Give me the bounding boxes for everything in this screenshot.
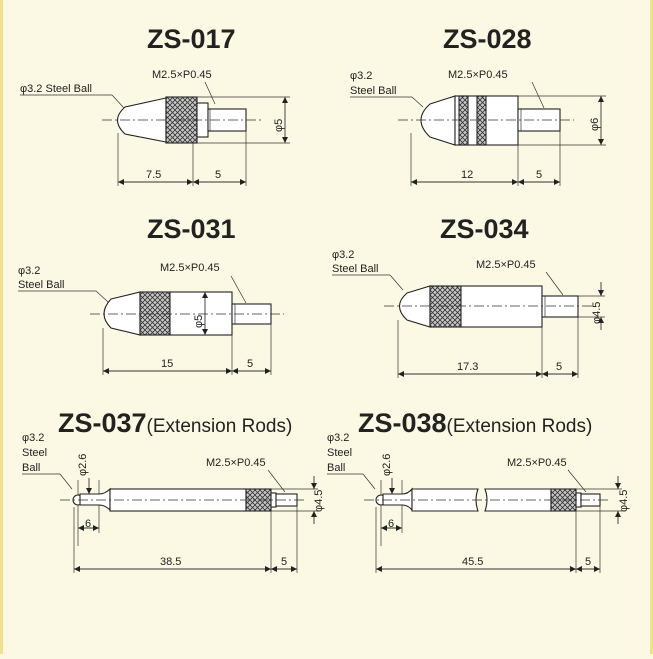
probe-zs-037: ZS-037(Extension Rods) φ3.2 Steel Ball φ… <box>22 408 325 573</box>
dim-tip-length: 6 <box>85 518 91 530</box>
ball-label-line1: φ3.2 <box>22 432 44 444</box>
dim-diameter: φ4.5 <box>618 490 630 512</box>
thread-label: M2.5×P0.45 <box>507 457 567 469</box>
ball-label-line1: φ3.2 <box>327 432 349 444</box>
ball-label-line3: Ball <box>327 462 345 474</box>
dim-length-b: 5 <box>556 361 562 373</box>
probe-zs-017: ZS-017 φ3.2 Steel Ball M2.5×P0.45 7.5 5 … <box>20 24 290 186</box>
title-zs-031: ZS-031 <box>147 214 236 244</box>
dim-tip-length: 6 <box>388 518 394 530</box>
dim-length-b: 5 <box>536 169 542 181</box>
probe-zs-028: ZS-028 φ3.2 Steel Ball M2.5×P0.45 12 5 φ… <box>350 24 606 186</box>
ball-label-line2: Steel <box>327 447 352 459</box>
title-zs-037: ZS-037(Extension Rods) <box>58 408 292 438</box>
thread-label: M2.5×P0.45 <box>448 69 508 81</box>
dim-diameter: φ6 <box>589 118 601 131</box>
dim-length-a: 12 <box>461 169 473 181</box>
ball-label-line1: φ3.2 <box>18 265 40 277</box>
ball-label-line3: Ball <box>22 462 40 474</box>
dim-length-a: 17.3 <box>457 361 478 373</box>
ball-label-line1: φ3.2 <box>332 249 354 261</box>
probe-zs-034: ZS-034 φ3.2 Steel Ball M2.5×P0.45 17.3 5… <box>332 214 605 378</box>
ball-label-line2: Steel Ball <box>350 85 396 97</box>
dim-length-b: 5 <box>585 556 591 568</box>
probe-zs-031: ZS-031 φ3.2 Steel Ball M2.5×P0.45 15 5 φ… <box>18 214 284 375</box>
ball-label-line2: Steel Ball <box>18 279 64 291</box>
dim-length-a: 38.5 <box>160 556 181 568</box>
thread-label: M2.5×P0.45 <box>206 457 266 469</box>
title-zs-017: ZS-017 <box>147 24 236 54</box>
dim-diameter: φ4.5 <box>591 302 603 324</box>
dim-length-b: 5 <box>215 169 221 181</box>
dim-length-a: 15 <box>161 358 173 370</box>
ball-label-line2: Steel Ball <box>332 263 378 275</box>
dim-diameter: φ5 <box>193 315 205 328</box>
title-zs-038: ZS-038(Extension Rods) <box>358 408 592 438</box>
dim-length-a: 45.5 <box>462 556 483 568</box>
ball-label-line1: φ3.2 <box>350 70 372 82</box>
dim-tip-diameter: φ2.6 <box>381 454 393 476</box>
dim-diameter: φ5 <box>273 119 285 132</box>
thread-label: M2.5×P0.45 <box>160 262 220 274</box>
ball-label-line2: Steel <box>22 447 47 459</box>
thread-label: M2.5×P0.45 <box>152 69 212 81</box>
dim-length-b: 5 <box>281 556 287 568</box>
dim-length-b: 5 <box>247 358 253 370</box>
probe-zs-038: ZS-038(Extension Rods) φ3.2 Steel Ball φ… <box>327 408 630 573</box>
title-zs-028: ZS-028 <box>443 24 532 54</box>
dim-diameter: φ4.5 <box>313 490 325 512</box>
dim-length-a: 7.5 <box>146 169 161 181</box>
ball-label: φ3.2 Steel Ball <box>20 83 92 95</box>
dim-tip-diameter: φ2.6 <box>77 454 89 476</box>
thread-label: M2.5×P0.45 <box>476 259 536 271</box>
title-zs-034: ZS-034 <box>440 214 529 244</box>
